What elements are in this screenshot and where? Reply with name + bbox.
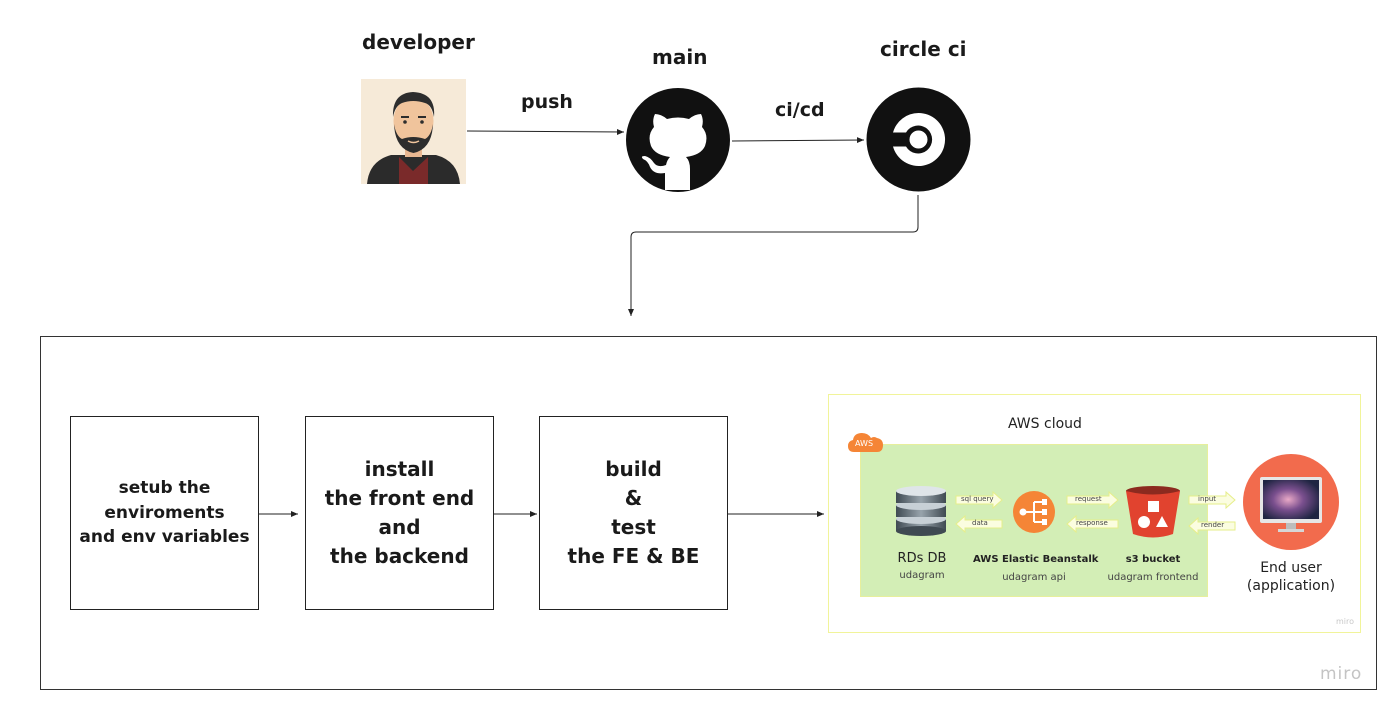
deploy-arrow [628, 195, 919, 316]
github-icon [626, 88, 730, 192]
step-install-text: install the front end and the backend [324, 457, 475, 568]
render-label: render [1201, 521, 1225, 529]
beanstalk-sub: udagram api [1002, 572, 1066, 583]
data-arrow [955, 514, 1003, 534]
push-arrow [466, 128, 625, 135]
render-arrow [1188, 516, 1236, 536]
step-setup-env: setub the enviroments and env variables [70, 416, 259, 610]
request-arrow [1066, 490, 1119, 510]
beanstalk-icon [1013, 491, 1055, 533]
sql-query-arrow [955, 490, 1003, 510]
circleci-icon [866, 87, 971, 192]
end-user-label: End user (application) [1246, 560, 1336, 595]
developer-avatar [361, 79, 466, 184]
request-label: request [1075, 495, 1102, 503]
rds-name: RDs DB [897, 551, 947, 566]
step-install: install the front end and the backend [305, 416, 494, 610]
cicd-label: ci/cd [775, 99, 825, 121]
aws-cloud-title: AWS cloud [1008, 416, 1082, 432]
repo-label: main [652, 45, 708, 69]
push-label: push [521, 91, 573, 113]
s3-bucket-icon [1126, 486, 1180, 538]
ci-label: circle ci [880, 37, 967, 61]
response-label: response [1076, 519, 1108, 527]
data-label: data [972, 519, 988, 527]
s3-name: s3 bucket [1125, 554, 1181, 565]
service-flow-arrows [955, 490, 1236, 536]
aws-panel-watermark: miro [1336, 617, 1355, 626]
input-arrow [1188, 490, 1236, 510]
pipeline-frame [40, 336, 1377, 690]
aws-cloud-icon [848, 433, 883, 452]
aws-badge-text: AWS [855, 439, 874, 448]
developer-label: developer [362, 30, 475, 54]
frame-watermark: miro [1320, 664, 1363, 684]
rds-sub: udagram [899, 570, 945, 581]
step-setup-env-text: setub the enviroments and env variables [79, 478, 250, 548]
step-build-test-text: build & test the FE & BE [567, 457, 700, 568]
response-arrow [1066, 514, 1119, 534]
end-user-icon [1243, 454, 1339, 550]
step-build-test: build & test the FE & BE [539, 416, 728, 610]
cicd-arrow [731, 137, 865, 144]
sql-query-label: sql query [961, 495, 994, 503]
database-icon [896, 486, 946, 536]
input-label: input [1198, 495, 1217, 503]
beanstalk-name: AWS Elastic Beanstalk [973, 554, 1099, 565]
s3-sub: udagram frontend [1107, 572, 1199, 583]
